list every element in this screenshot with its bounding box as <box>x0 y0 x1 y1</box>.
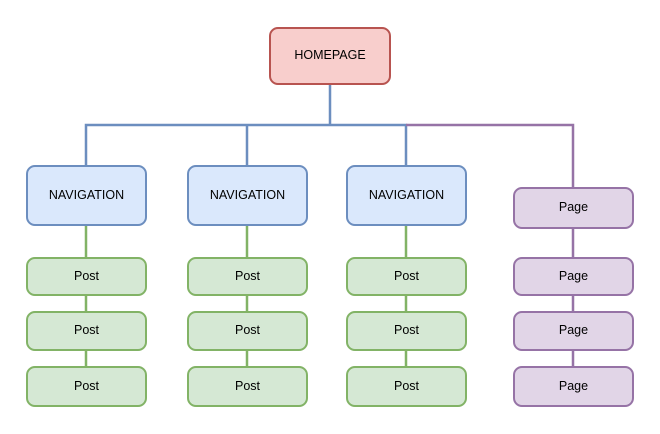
post-node: Post <box>26 257 147 296</box>
page-node: Page <box>513 257 634 296</box>
post-node: Post <box>26 311 147 351</box>
post-node: Post <box>26 366 147 407</box>
edge-homepage-to-navigations <box>84 85 408 166</box>
homepage-node: HOMEPAGE <box>269 27 391 85</box>
page-node: Page <box>513 366 634 407</box>
post-node: Post <box>187 311 308 351</box>
post-node: Post <box>346 311 467 351</box>
navigation-node-2: NAVIGATION <box>187 165 308 226</box>
page-node: Page <box>513 311 634 351</box>
post-node: Post <box>187 257 308 296</box>
post-node: Post <box>346 366 467 407</box>
post-node: Post <box>346 257 467 296</box>
navigation-node-1: NAVIGATION <box>26 165 147 226</box>
post-node: Post <box>187 366 308 407</box>
page-node-header: Page <box>513 187 634 229</box>
navigation-node-3: NAVIGATION <box>346 165 467 226</box>
